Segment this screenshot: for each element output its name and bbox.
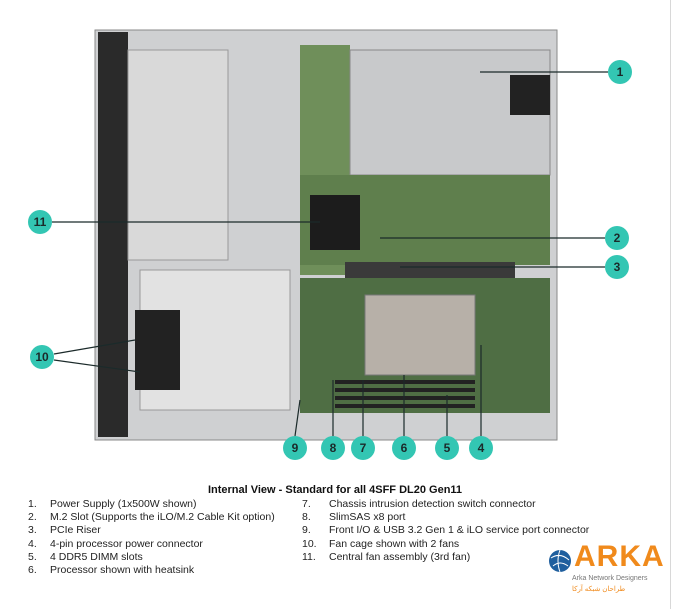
svg-text:11: 11	[34, 215, 47, 229]
svg-text:3: 3	[614, 260, 621, 274]
callout-6: 6	[392, 436, 416, 460]
legend-number: 1.	[28, 498, 37, 510]
svg-text:2: 2	[614, 231, 621, 245]
legend-item: 6. Processor shown with heatsink	[28, 564, 275, 577]
legend-item: 4. 4-pin processor power connector	[28, 538, 275, 551]
legend-label: Front I/O & USB 3.2 Gen 1 & iLO service …	[329, 524, 590, 537]
legend-number: 5.	[28, 550, 37, 563]
legend-item: 7. Chassis intrusion detection switch con…	[302, 498, 589, 511]
legend-number: 2.	[28, 511, 37, 524]
dimm-slot	[335, 388, 475, 392]
svg-text:6: 6	[401, 441, 408, 455]
legend-item: 8. SlimSAS x8 port	[302, 511, 589, 524]
callout-1: 1	[608, 60, 632, 84]
legend-item: 10. Fan cage shown with 2 fans	[302, 538, 589, 551]
front-fans	[135, 310, 180, 390]
heatsink	[364, 294, 476, 376]
legend-label: Central fan assembly (3rd fan)	[329, 550, 471, 563]
svg-text:1: 1	[617, 65, 624, 79]
callout-8: 8	[321, 436, 345, 460]
legend-label: 4 DDR5 DIMM slots	[50, 550, 143, 563]
legend-item: 11. Central fan assembly (3rd fan)	[302, 551, 589, 564]
callout-2: 2	[605, 226, 629, 250]
legend-item: 3. PCIe Riser	[28, 524, 275, 537]
legend-label: SlimSAS x8 port	[329, 511, 406, 524]
callout-10: 10	[30, 345, 54, 369]
legend-number: 3.	[28, 524, 37, 537]
legend-label: M.2 Slot (Supports the iLO/M.2 Cable Kit…	[50, 511, 275, 524]
legend-label: Power Supply (1x500W shown)	[50, 498, 197, 510]
legend-number: 8.	[302, 511, 311, 524]
legend-number: 9.	[302, 524, 311, 537]
arka-logo: ARKA Arka Network Designers طراحان شبکه …	[548, 540, 670, 596]
callout-5: 5	[435, 436, 459, 460]
svg-text:7: 7	[360, 441, 367, 455]
svg-text:10: 10	[35, 350, 49, 364]
dimm-slot	[335, 396, 475, 400]
figure-caption-title: Internal View - Standard for all 4SFF DL…	[207, 484, 463, 496]
logo-wordmark: ARKA	[574, 540, 665, 573]
callout-7: 7	[351, 436, 375, 460]
legend-item: 2. M.2 Slot (Supports the iLO/M.2 Cable K…	[28, 511, 275, 524]
legend-label: 4-pin processor power connector	[50, 537, 203, 550]
legend-label: Fan cage shown with 2 fans	[329, 537, 460, 550]
svg-text:9: 9	[292, 441, 299, 455]
legend-item: 5. 4 DDR5 DIMM slots	[28, 551, 275, 564]
pcie-riser	[345, 262, 515, 278]
server-internal-photo: 1 2 3 4 5 6 7 8 9 10 11	[28, 29, 632, 460]
legend-label: PCIe Riser	[50, 524, 101, 537]
legend-item: 9. Front I/O & USB 3.2 Gen 1 & iLO servic…	[302, 524, 589, 537]
svg-text:4: 4	[478, 441, 485, 455]
legend-right-column: 7. Chassis intrusion detection switch con…	[302, 498, 589, 564]
svg-text:8: 8	[330, 441, 337, 455]
psu-handle	[510, 75, 550, 115]
legend-left-column: 1. Power Supply (1x500W shown) 2. M.2 Slot…	[28, 498, 275, 577]
callout-9: 9	[283, 436, 307, 460]
callout-3: 3	[605, 255, 629, 279]
legend-number: 6.	[28, 564, 37, 577]
callout-4: 4	[469, 436, 493, 460]
legend-number: 4.	[28, 537, 37, 550]
legend-label: Processor shown with heatsink	[50, 564, 195, 577]
legend-number: 7.	[302, 498, 311, 510]
legend-label: Chassis intrusion detection switch conne…	[329, 498, 536, 510]
legend-number: 10.	[302, 537, 317, 550]
legend-number: 11.	[302, 550, 316, 563]
dimm-slot	[335, 380, 475, 384]
legend-item: 1. Power Supply (1x500W shown)	[28, 498, 275, 511]
logo-subtitle: Arka Network Designers	[572, 575, 648, 582]
callout-11: 11	[28, 210, 52, 234]
drive-cage	[127, 49, 229, 261]
svg-text:5: 5	[444, 441, 451, 455]
logo-persian-text: طراحان شبکه آرکا	[572, 586, 626, 593]
front-bezel	[98, 32, 128, 437]
globe-icon	[549, 549, 571, 573]
dimm-slot	[335, 404, 475, 408]
page-edge-divider	[670, 0, 671, 609]
leader-lines	[52, 71, 608, 437]
